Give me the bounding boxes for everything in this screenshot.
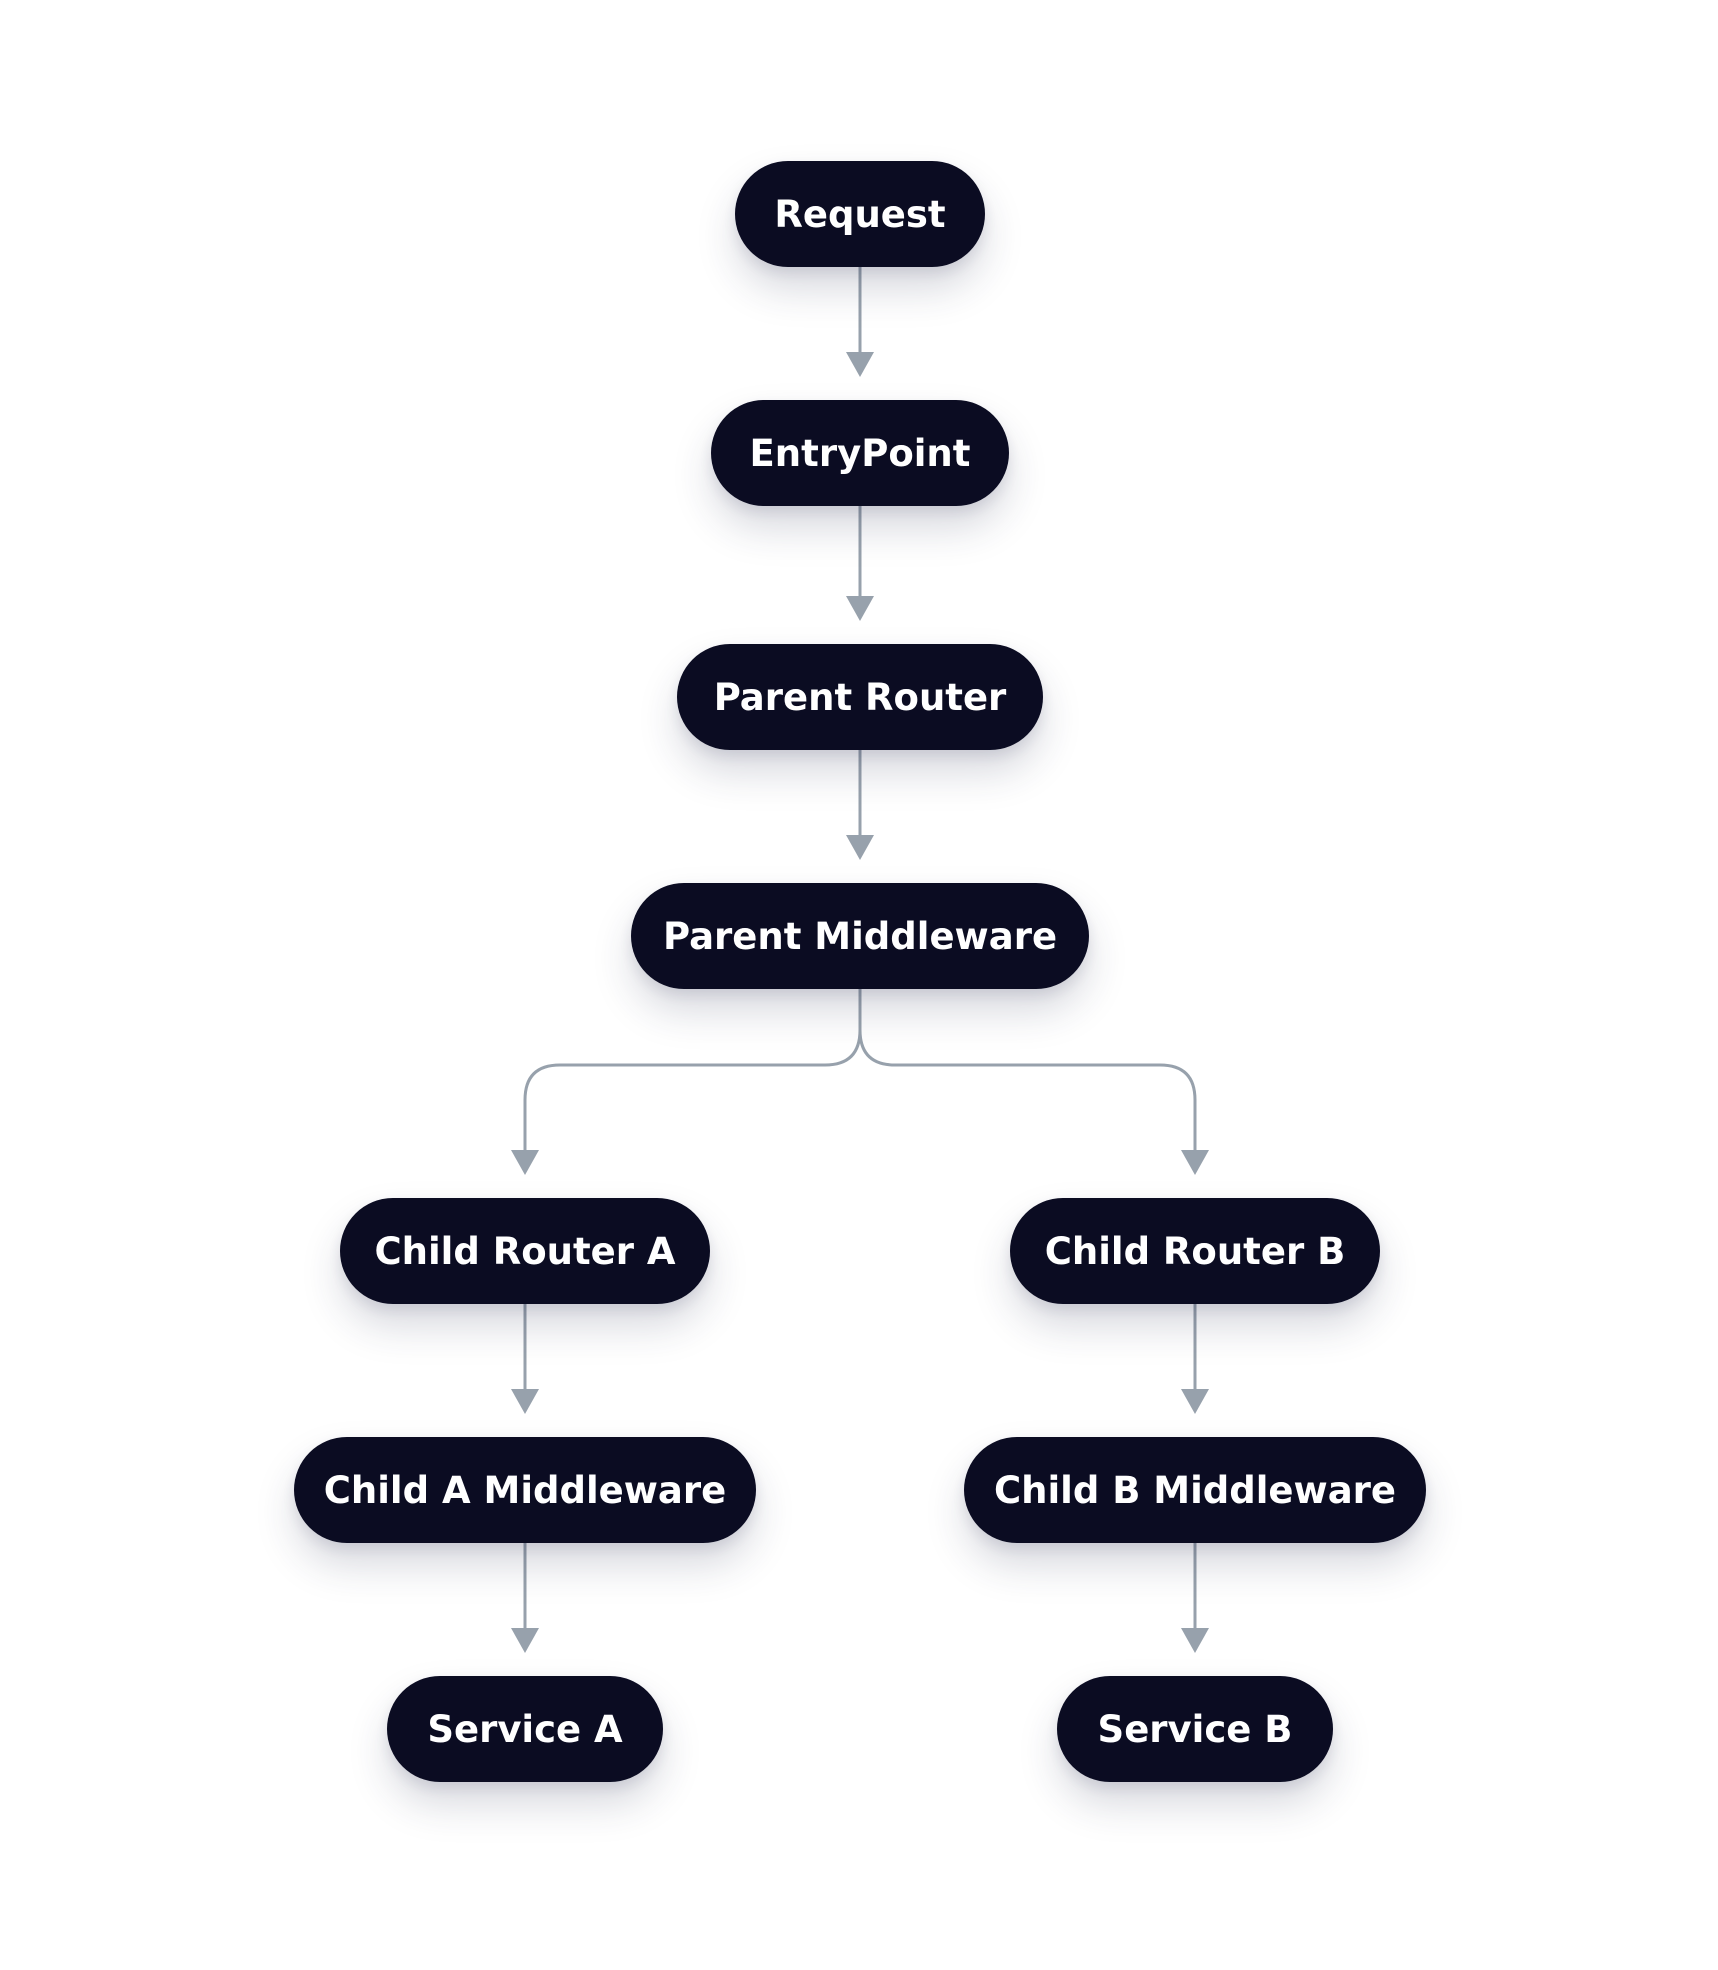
arrowhead [1181, 1389, 1209, 1414]
node-child-router-a: Child Router A [340, 1198, 710, 1304]
arrowhead [846, 835, 874, 860]
arrowhead [1181, 1150, 1209, 1175]
arrowhead [846, 352, 874, 377]
arrowhead [846, 596, 874, 621]
arrowhead [1181, 1628, 1209, 1653]
arrowhead [511, 1389, 539, 1414]
edge-parent-middleware-child-router-a [523, 987, 862, 1156]
node-parent-router: Parent Router [677, 644, 1043, 750]
edge-parent-middleware-child-router-b [858, 987, 1197, 1156]
node-entrypoint: EntryPoint [711, 400, 1009, 506]
node-service-a: Service A [387, 1676, 663, 1782]
arrowhead [511, 1150, 539, 1175]
node-child-router-b: Child Router B [1010, 1198, 1380, 1304]
node-parent-middleware: Parent Middleware [631, 883, 1089, 989]
node-request: Request [735, 161, 985, 267]
node-child-a-middleware: Child A Middleware [294, 1437, 756, 1543]
node-service-b: Service B [1057, 1676, 1333, 1782]
arrowhead [511, 1628, 539, 1653]
node-child-b-middleware: Child B Middleware [964, 1437, 1426, 1543]
